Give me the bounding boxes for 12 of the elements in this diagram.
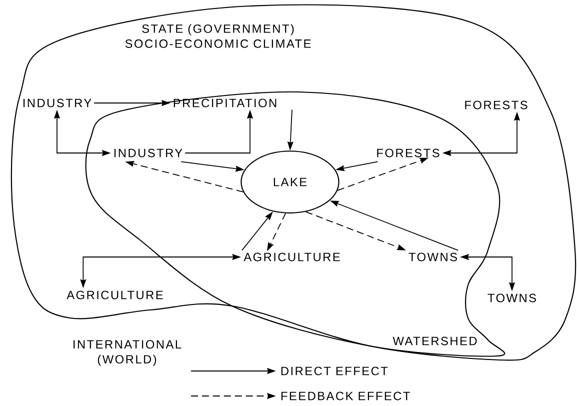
region-label: INTERNATIONAL (WORLD) bbox=[74, 340, 182, 366]
node-label: INDUSTRY bbox=[114, 148, 182, 158]
node-label: TOWNS bbox=[488, 294, 536, 302]
node-label: INDUSTRY bbox=[23, 98, 92, 108]
node-label: PRECIPITATION bbox=[174, 98, 276, 108]
node-label: TOWNS bbox=[408, 252, 457, 262]
legend-label: DIRECT EFFECT bbox=[281, 366, 388, 376]
node-label: FORESTS bbox=[377, 148, 440, 158]
legend-label: FEEDBACK EFFECT bbox=[281, 392, 410, 400]
node-label: FORESTS bbox=[465, 100, 528, 110]
node-label: AGRICULTURE bbox=[244, 252, 340, 262]
node-label: AGRICULTURE bbox=[66, 290, 163, 300]
